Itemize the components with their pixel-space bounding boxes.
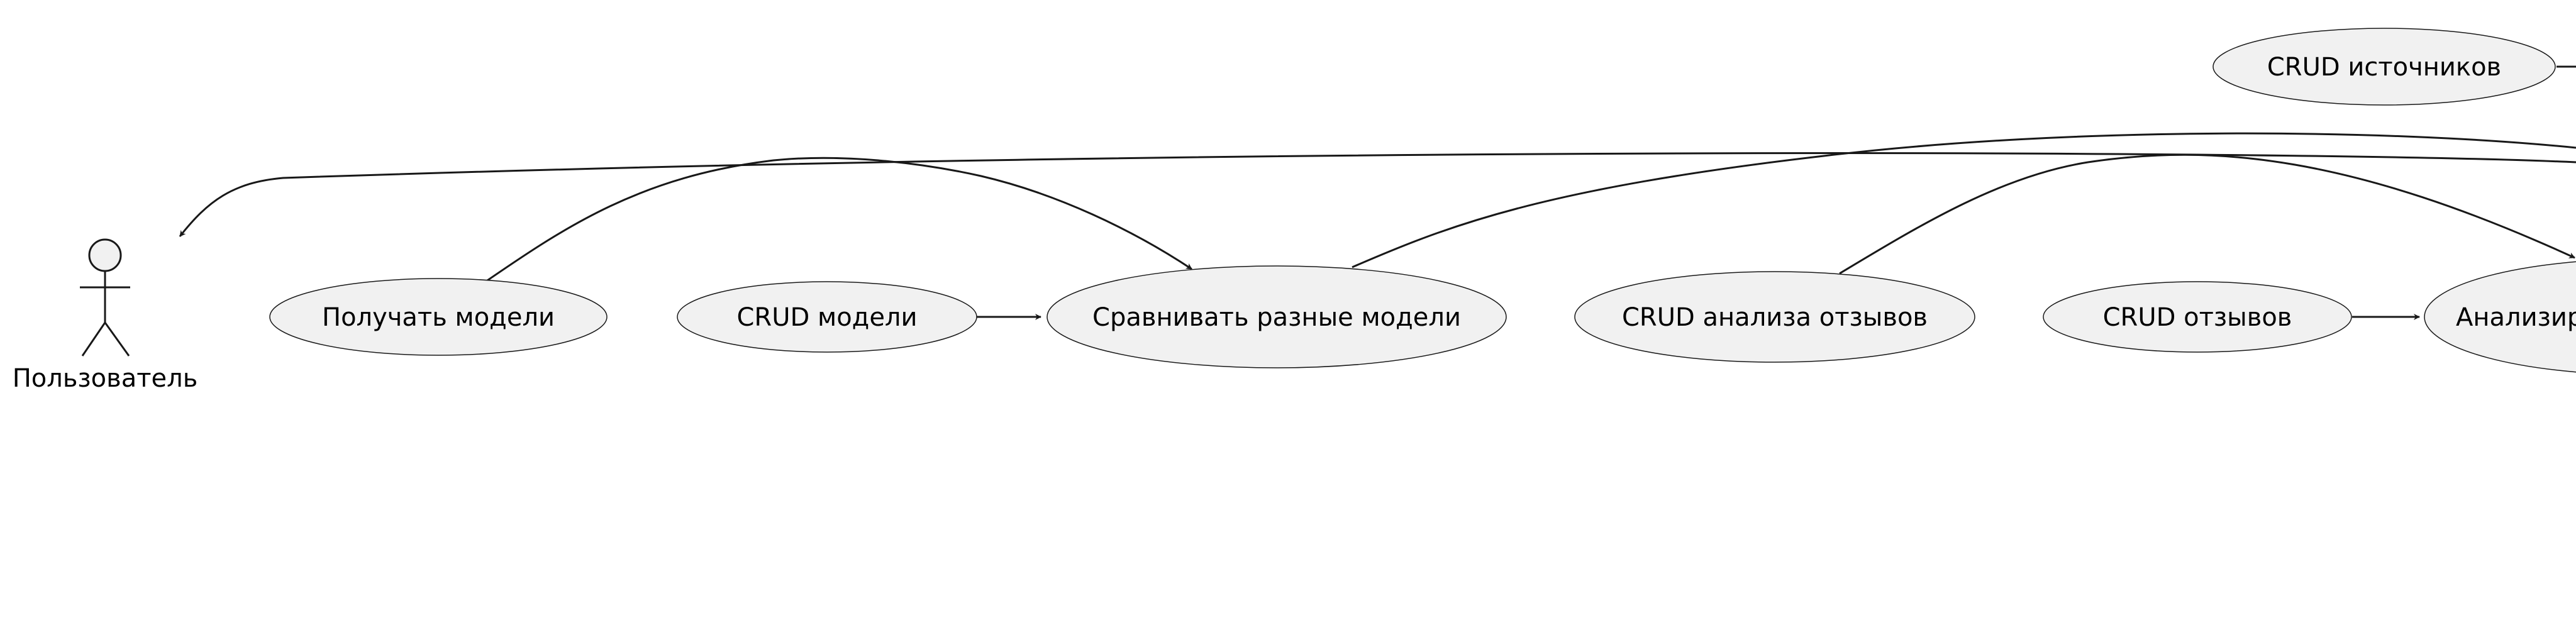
use-case-label: Анализир xyxy=(2456,303,2576,332)
use-case-crud-review-analysis: CRUD анализа отзывов xyxy=(1574,271,1975,363)
use-case-label: Сравнивать разные модели xyxy=(1092,303,1461,332)
use-case-crud-sources: CRUD источников xyxy=(2212,28,2556,106)
edge-to-analyze-top xyxy=(1352,132,2576,268)
use-case-label: Получать модели xyxy=(322,303,555,332)
edge-get-models-to-compare xyxy=(485,157,1192,283)
use-case-crud-reviews: CRUD отзывов xyxy=(2043,281,2352,353)
use-case-label: CRUD источников xyxy=(2267,53,2501,82)
use-case-analyze-truncated: Анализир xyxy=(2424,261,2576,373)
use-case-label: CRUD анализа отзывов xyxy=(1622,303,1928,332)
edge-review-analysis-to-analyze xyxy=(1839,153,2575,275)
actor-head xyxy=(88,238,122,272)
actor-right-leg xyxy=(104,322,130,356)
use-case-label: CRUD модели xyxy=(737,303,918,332)
use-case-label: CRUD отзывов xyxy=(2103,303,2292,332)
edge-to-actor xyxy=(179,152,2576,237)
use-case-compare-models: Сравнивать разные модели xyxy=(1046,265,1507,368)
actor-left-leg xyxy=(81,322,106,356)
actor-user: Пользователь xyxy=(13,238,198,393)
use-case-crud-models: CRUD модели xyxy=(677,281,977,353)
actor-label: Пользователь xyxy=(13,364,198,393)
use-case-get-models: Получать модели xyxy=(269,278,608,356)
